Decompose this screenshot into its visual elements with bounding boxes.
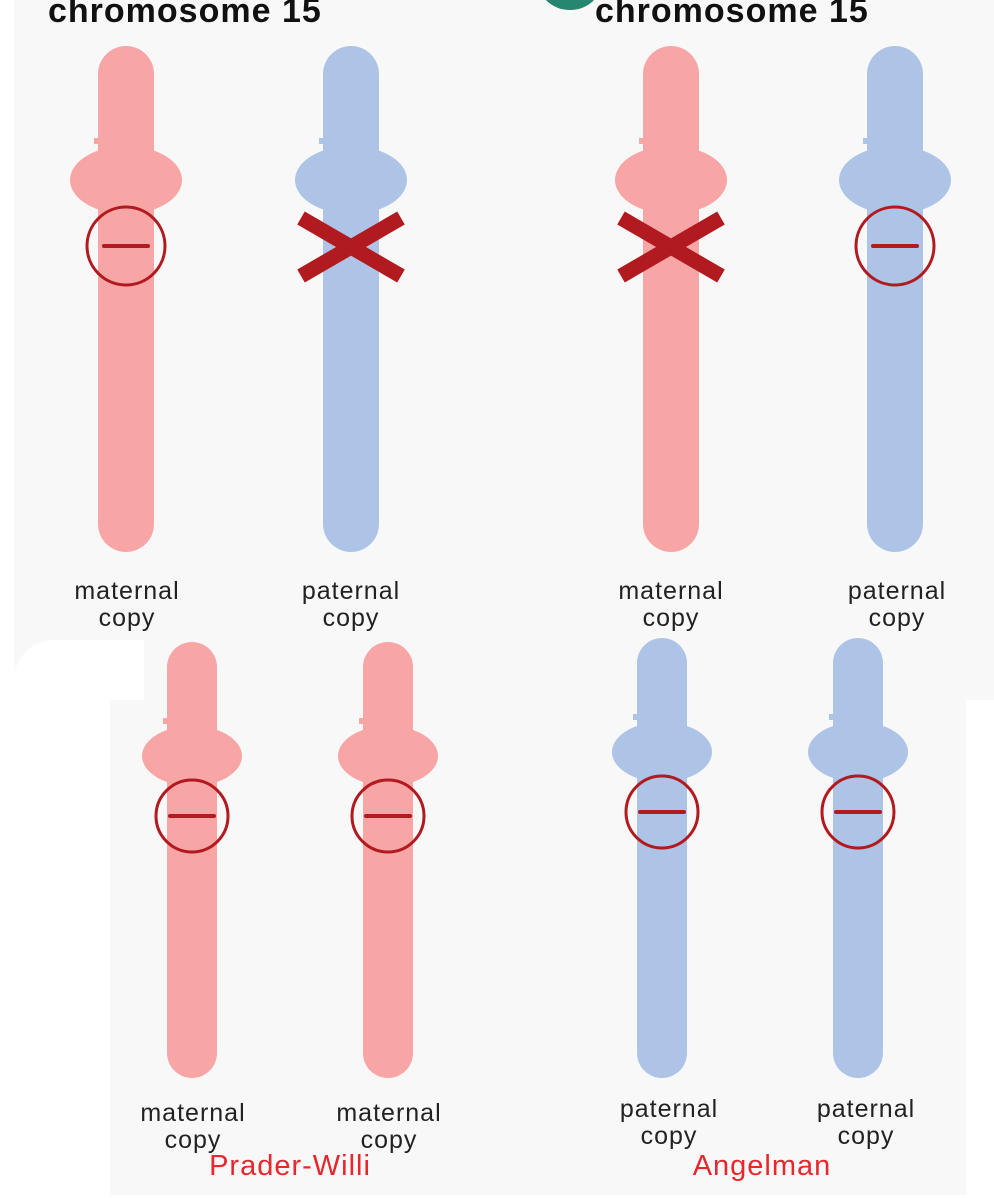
label-top-left-maternal: maternal copy (42, 578, 212, 632)
centromere-neck (163, 718, 167, 724)
centromere (808, 722, 908, 782)
centromere-neck (359, 718, 363, 724)
label-word: maternal (586, 578, 756, 605)
chromosome-top-right-paternal (839, 46, 951, 552)
centromere (295, 146, 407, 214)
centromere (615, 146, 727, 214)
label-bottom-an-1: paternal copy (584, 1096, 754, 1150)
centromere-neck (639, 138, 643, 144)
chromosome-arm (867, 46, 923, 552)
caption-angelman: Angelman (632, 1150, 892, 1183)
label-top-right-paternal: paternal copy (812, 578, 982, 632)
label-word: copy (584, 1123, 754, 1150)
label-word: paternal (812, 578, 982, 605)
chromosome-arm (643, 46, 699, 552)
centromere (839, 146, 951, 214)
chromosome-bottom-an-1 (612, 638, 712, 1078)
chromosome-arm (323, 46, 379, 552)
chromosome-arm (637, 638, 687, 1078)
chromosome-arm (363, 642, 413, 1078)
label-word: paternal (781, 1096, 951, 1123)
chromosome-top-right-maternal (615, 46, 727, 552)
label-word: copy (42, 605, 212, 632)
label-word: copy (812, 605, 982, 632)
chromosome-bottom-an-2 (808, 638, 908, 1078)
chromosome-top-left-maternal (70, 46, 182, 552)
label-bottom-pw-2: maternal copy (304, 1100, 474, 1154)
label-word: maternal (304, 1100, 474, 1127)
chromosome-top-left-paternal (295, 46, 407, 552)
centromere (142, 726, 242, 786)
label-word: paternal (266, 578, 436, 605)
label-word: copy (266, 605, 436, 632)
centromere (338, 726, 438, 786)
centromere-neck (94, 138, 98, 144)
centromere (612, 722, 712, 782)
chromosome-bottom-pw-1 (142, 642, 242, 1078)
centromere-neck (829, 714, 833, 720)
chromosome-arm (167, 642, 217, 1078)
chromosome-bottom-pw-2 (338, 642, 438, 1078)
label-bottom-pw-1: maternal copy (108, 1100, 278, 1154)
centromere-neck (633, 714, 637, 720)
label-word: paternal (584, 1096, 754, 1123)
label-bottom-an-2: paternal copy (781, 1096, 951, 1150)
label-word: copy (781, 1123, 951, 1150)
centromere (70, 146, 182, 214)
label-word: maternal (42, 578, 212, 605)
chromosome-arm (833, 638, 883, 1078)
label-word: maternal (108, 1100, 278, 1127)
label-top-right-maternal: maternal copy (586, 578, 756, 632)
label-word: copy (586, 605, 756, 632)
chromosome-arm (98, 46, 154, 552)
centromere-neck (319, 138, 323, 144)
label-top-left-paternal: paternal copy (266, 578, 436, 632)
centromere-neck (863, 138, 867, 144)
caption-prader-willi: Prader-Willi (160, 1150, 420, 1183)
